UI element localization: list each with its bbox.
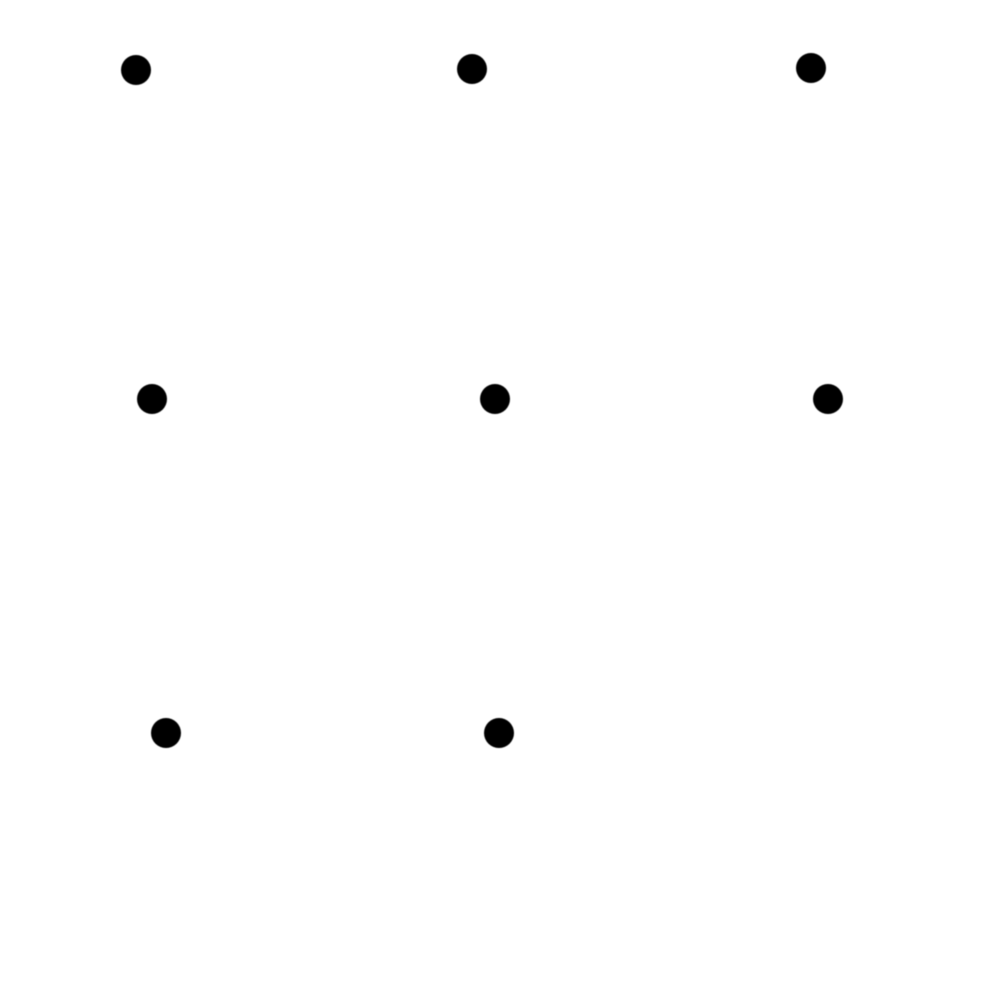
- dot: [457, 54, 487, 84]
- dot: [480, 384, 510, 414]
- dot: [137, 384, 167, 414]
- dot: [796, 53, 826, 83]
- dot: [151, 718, 181, 748]
- dot: [121, 55, 151, 85]
- dot: [813, 384, 843, 414]
- dot: [484, 718, 514, 748]
